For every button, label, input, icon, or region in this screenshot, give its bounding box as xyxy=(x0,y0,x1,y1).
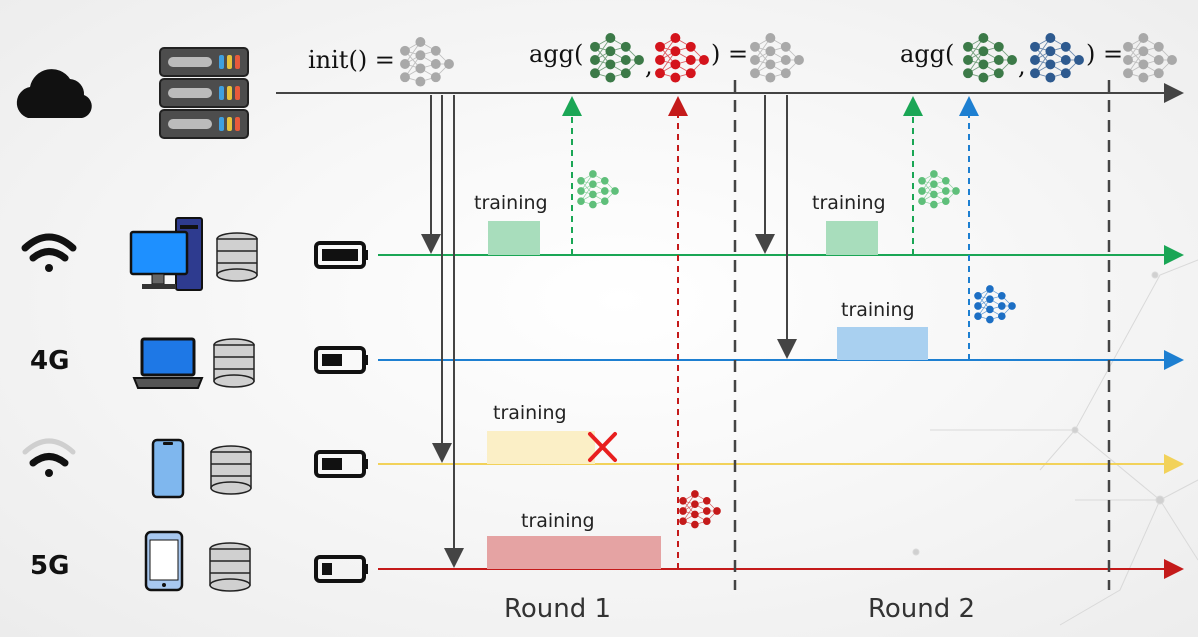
dropout-cross-icon xyxy=(588,432,617,462)
agg-close-label-r2: ) = xyxy=(1086,40,1124,68)
network-label-4g: 4G xyxy=(30,346,70,376)
agg-comma-label-r2: , xyxy=(1018,52,1026,80)
laptop-icon xyxy=(132,337,204,389)
database-icon xyxy=(216,232,258,282)
agg-comma-label-r1: , xyxy=(645,52,653,80)
neural-net-global-r1-icon xyxy=(750,33,804,83)
neural-net-blue-icon xyxy=(1030,33,1084,83)
training-bar-weak-wifi-r1 xyxy=(487,431,595,464)
model-update-wifi-r1-icon xyxy=(577,170,619,209)
training-bar-4g-r2 xyxy=(837,327,928,360)
training-label-5g-r1: training xyxy=(521,510,595,532)
training-bar-wifi-r2 xyxy=(826,221,878,255)
agg-open-label-r2: agg( xyxy=(900,40,955,68)
desktop-computer-icon xyxy=(129,217,203,291)
tablet-phone-icon xyxy=(144,530,184,592)
smartphone-icon xyxy=(151,438,185,499)
database-icon xyxy=(209,542,251,592)
battery-low-icon xyxy=(314,555,368,583)
battery-half-icon xyxy=(314,450,368,478)
training-label-4g-r2: training xyxy=(841,299,915,321)
database-icon xyxy=(210,445,252,495)
neural-net-green-r2-icon xyxy=(963,33,1017,83)
round-label-1: Round 1 xyxy=(504,594,612,624)
agg-close-label-r1: ) = xyxy=(711,40,749,68)
training-bar-5g-r1 xyxy=(487,536,661,569)
battery-full-icon xyxy=(314,241,368,269)
background-decoration xyxy=(912,259,1198,626)
training-bar-wifi-r1 xyxy=(488,221,540,255)
cloud-icon xyxy=(16,69,92,118)
neural-net-global-r2-icon xyxy=(1123,33,1177,83)
wifi-weak-icon xyxy=(22,438,76,477)
round-label-2: Round 2 xyxy=(868,594,976,624)
network-label-5g: 5G xyxy=(30,551,70,581)
model-update-4g-r2-icon xyxy=(974,285,1016,324)
init-formula-label: init() = xyxy=(308,46,395,74)
database-icon xyxy=(213,338,255,388)
battery-half-icon xyxy=(314,346,368,374)
model-update-5g-r1-icon xyxy=(679,490,721,529)
training-label-wifi-r1: training xyxy=(474,192,548,214)
server-icon xyxy=(159,47,249,139)
wifi-full-icon xyxy=(21,233,77,272)
training-label-weak-wifi-r1: training xyxy=(493,402,567,424)
neural-net-red-icon xyxy=(655,33,709,83)
neural-net-global-init-icon xyxy=(400,37,454,87)
agg-open-label-r1: agg( xyxy=(529,40,584,68)
model-update-wifi-r2-icon xyxy=(918,170,960,209)
training-label-wifi-r2: training xyxy=(812,192,886,214)
neural-net-green-icon xyxy=(590,33,644,83)
